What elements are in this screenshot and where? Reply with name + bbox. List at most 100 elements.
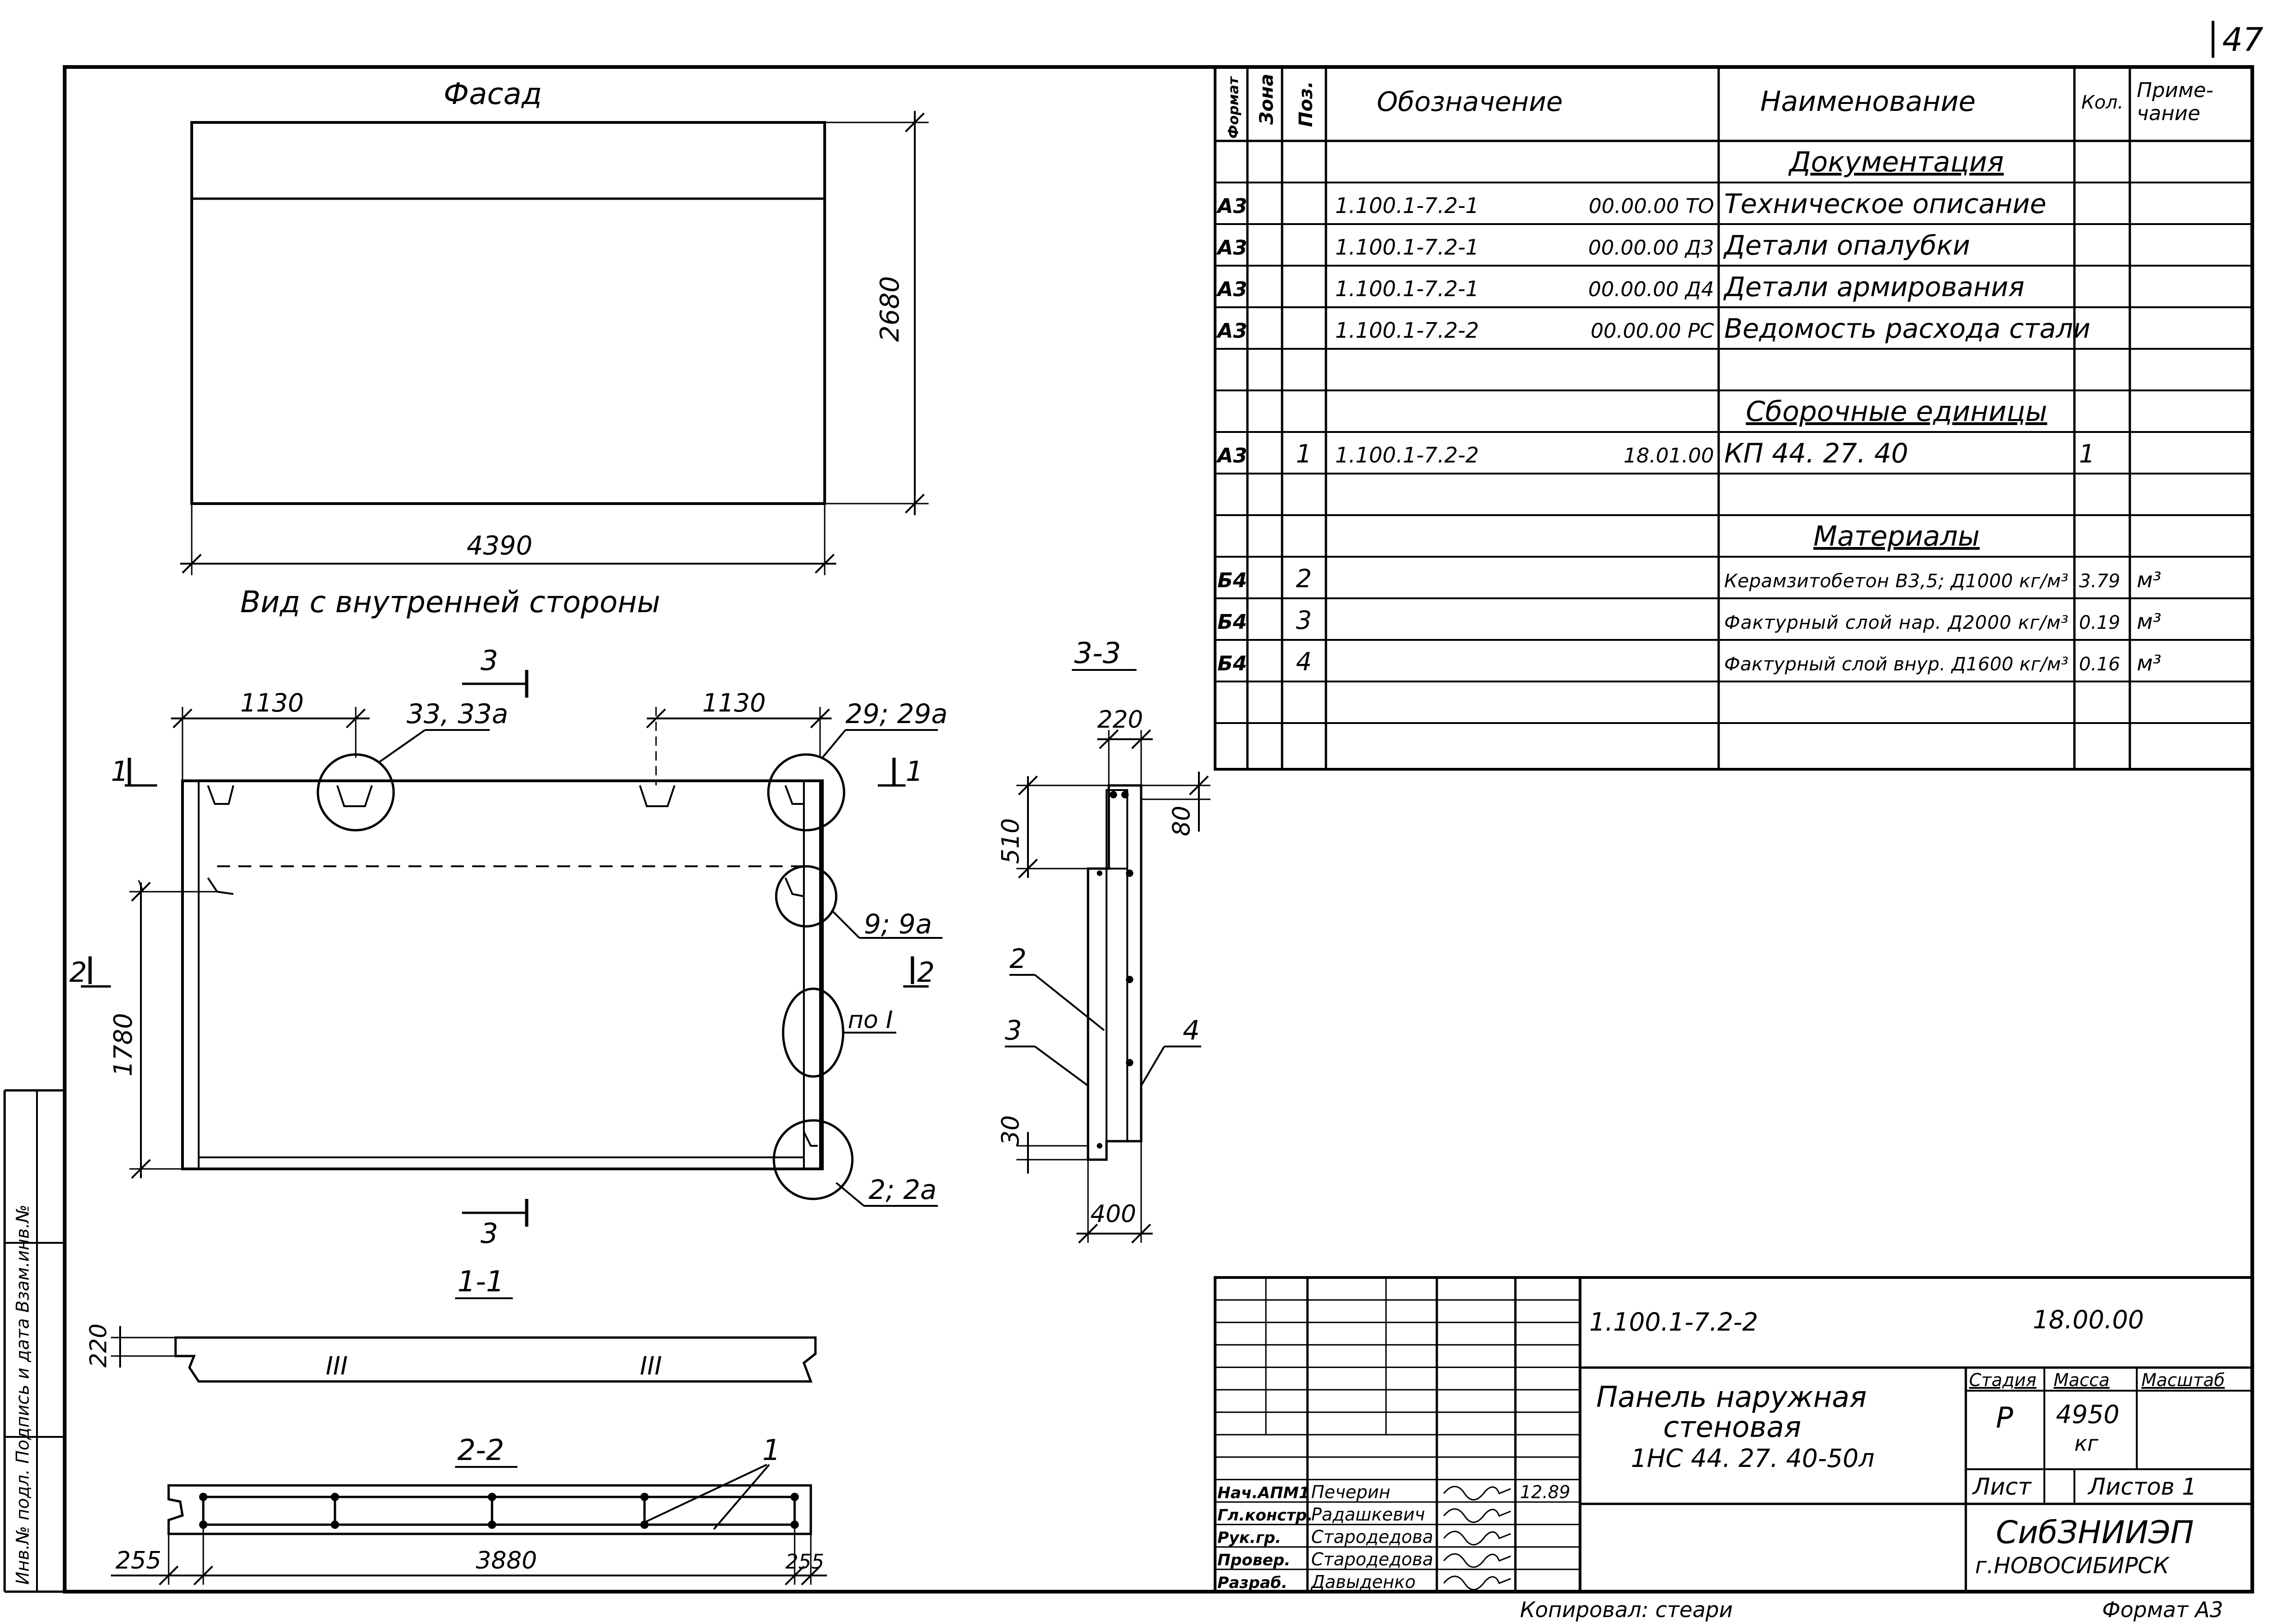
section-3-3-dim-220: 220 bbox=[1097, 706, 1143, 734]
spec-section-heading: Материалы bbox=[1813, 520, 1980, 553]
section-2-right: 2 bbox=[917, 956, 935, 989]
dim-left-1130: 1130 bbox=[240, 688, 304, 718]
signature-name: Печерин bbox=[1311, 1482, 1390, 1502]
signature-row: Провер.Стародедова bbox=[1217, 1549, 1511, 1569]
signature-scribble bbox=[1443, 1531, 1511, 1545]
signature-scribble bbox=[1443, 1508, 1511, 1523]
spec-name: КП 44. 27. 40 bbox=[1724, 438, 1908, 469]
spec-name: Техническое описание bbox=[1724, 188, 2046, 219]
section-3-3-dim-80: 80 bbox=[1168, 806, 1196, 836]
sheet-frame bbox=[63, 65, 2254, 1594]
tb-title-2: стеновая bbox=[1663, 1410, 1801, 1444]
tb-mass-label: Масса bbox=[2054, 1370, 2110, 1390]
facade-width-dim: 4390 bbox=[467, 531, 533, 561]
spec-pos: 4 bbox=[1296, 647, 1312, 676]
spec-format: А3 bbox=[1216, 319, 1247, 343]
section-2-2-pos-1: 1 bbox=[762, 1433, 780, 1467]
spec-row: А3 1.100.1-7.2-1 00.00.00 ТО Техническое оп… bbox=[1215, 188, 2252, 225]
page-number: 47 bbox=[2222, 21, 2263, 59]
signature-role: Рук.гр. bbox=[1217, 1529, 1281, 1547]
section-3-3-dim-400: 400 bbox=[1090, 1200, 1136, 1228]
tb-stage: Р bbox=[1996, 1401, 2013, 1435]
section-3-3-pos-2: 2 bbox=[1009, 943, 1027, 974]
section-3-3: 3-3 220 510 80 30 400 2 bbox=[997, 636, 1210, 1244]
signature-date: 12.89 bbox=[1520, 1482, 1570, 1502]
spec-code: 00.00.00 ТО bbox=[1589, 195, 1714, 218]
signature-scribble bbox=[1443, 1575, 1511, 1591]
spec-name: Фактурный слой внур. Д1600 кг/м³ bbox=[1724, 654, 2068, 675]
signature-row: Гл.констр.Радашкевич bbox=[1217, 1504, 1511, 1525]
facade-view: Фасад 2680 4390 bbox=[180, 77, 929, 575]
tb-code: 1.100.1-7.2-2 bbox=[1589, 1308, 1758, 1337]
spec-format: Б4 bbox=[1217, 610, 1247, 634]
spec-pos: 1 bbox=[1296, 439, 1312, 468]
spec-format: А3 bbox=[1216, 195, 1247, 218]
spec-qty: 0.16 bbox=[2079, 654, 2120, 675]
dim-3880: 3880 bbox=[476, 1547, 537, 1575]
spec-name: Детали опалубки bbox=[1723, 230, 1970, 261]
tb-scale-label: Масштаб bbox=[2141, 1370, 2225, 1390]
section-2-2: 2-2 1 255 3880 255 bbox=[111, 1433, 827, 1586]
spec-code: 00.00.00 РС bbox=[1591, 319, 1714, 343]
sheet-format: Формат А3 bbox=[2102, 1597, 2223, 1622]
section-1-1: 1-1 III III 220 bbox=[85, 1265, 817, 1383]
signature-name: Стародедова bbox=[1311, 1527, 1433, 1547]
tb-sheets-label: Листов 1 bbox=[2087, 1473, 2196, 1500]
spec-name: Ведомость расхода стали bbox=[1724, 313, 2091, 344]
spec-format: Б4 bbox=[1217, 652, 1247, 675]
callout-33: 33, 33а bbox=[407, 698, 508, 730]
tb-org-2: г.НОВОСИБИРСК bbox=[1975, 1553, 2170, 1579]
callout-po: по I bbox=[848, 1006, 893, 1034]
title-block: 1.100.1-7.2-2 18.00.00 Панель наружная с… bbox=[1214, 1276, 2254, 1593]
section-1-1-mark-a: III bbox=[326, 1351, 348, 1381]
tb-mass: 4950 bbox=[2056, 1400, 2119, 1429]
callout-2: 2; 2а bbox=[869, 1174, 936, 1205]
section-3-3-pos-4: 4 bbox=[1183, 1015, 1200, 1046]
signature-role: Провер. bbox=[1217, 1551, 1290, 1569]
section-3-3-pos-3: 3 bbox=[1005, 1015, 1022, 1046]
spec-row: Документация bbox=[1215, 146, 2252, 183]
spec-row: Сборочные единицы bbox=[1215, 395, 2252, 433]
spec-designation: 1.100.1-7.2-1 bbox=[1335, 193, 1479, 218]
spec-header-note-1: Приме- bbox=[2137, 79, 2213, 102]
spec-designation: 1.100.1-7.2-1 bbox=[1335, 276, 1479, 301]
spec-pos: 3 bbox=[1296, 606, 1312, 635]
signature-role: Гл.констр. bbox=[1217, 1506, 1313, 1525]
spec-qty: 3.79 bbox=[2079, 571, 2120, 592]
section-1-right: 1 bbox=[906, 755, 923, 788]
spec-format: А3 bbox=[1216, 236, 1247, 260]
spec-header-zone: Зона bbox=[1256, 73, 1277, 125]
section-2-left: 2 bbox=[69, 956, 87, 989]
callout-29: 29; 29а bbox=[845, 698, 948, 730]
spec-name: Керамзитобетон В3,5; Д1000 кг/м³ bbox=[1724, 571, 2068, 592]
spec-pos: 2 bbox=[1296, 564, 1312, 593]
signature-row: Разраб.Давыденко bbox=[1217, 1572, 1511, 1592]
side-stamp: Инв.№ подл. Подпись и дата Взам.инв.№ bbox=[3, 1089, 65, 1593]
spec-note: м³ bbox=[2137, 609, 2161, 634]
dim-255-left: 255 bbox=[116, 1547, 161, 1575]
signature-name: Давыденко bbox=[1310, 1572, 1416, 1592]
section-3-top: 3 bbox=[480, 645, 498, 677]
facade-height-dim: 2680 bbox=[875, 276, 905, 342]
spec-designation: 1.100.1-7.2-1 bbox=[1335, 235, 1479, 260]
signature-scribble bbox=[1443, 1553, 1511, 1568]
spec-format: А3 bbox=[1216, 278, 1247, 301]
spec-header-designation: Обозначение bbox=[1377, 86, 1562, 117]
section-3-3-dim-30: 30 bbox=[997, 1115, 1025, 1146]
section-3-3-title: 3-3 bbox=[1074, 636, 1121, 670]
tb-stage-label: Стадия bbox=[1969, 1370, 2037, 1390]
signature-scribble bbox=[1443, 1486, 1511, 1501]
spec-qty: 0.19 bbox=[2079, 612, 2120, 633]
section-1-1-dim-220: 220 bbox=[85, 1324, 112, 1368]
spec-header-name: Наименование bbox=[1760, 85, 1976, 118]
section-1-left: 1 bbox=[111, 755, 128, 788]
spec-header-format: Формат bbox=[1226, 76, 1242, 139]
specification-table: Формат Зона Поз. Обозначение Наименовани… bbox=[1214, 66, 2254, 771]
spec-name: Детали армирования bbox=[1723, 271, 2024, 303]
tb-code-suffix: 18.00.00 bbox=[2033, 1305, 2144, 1334]
